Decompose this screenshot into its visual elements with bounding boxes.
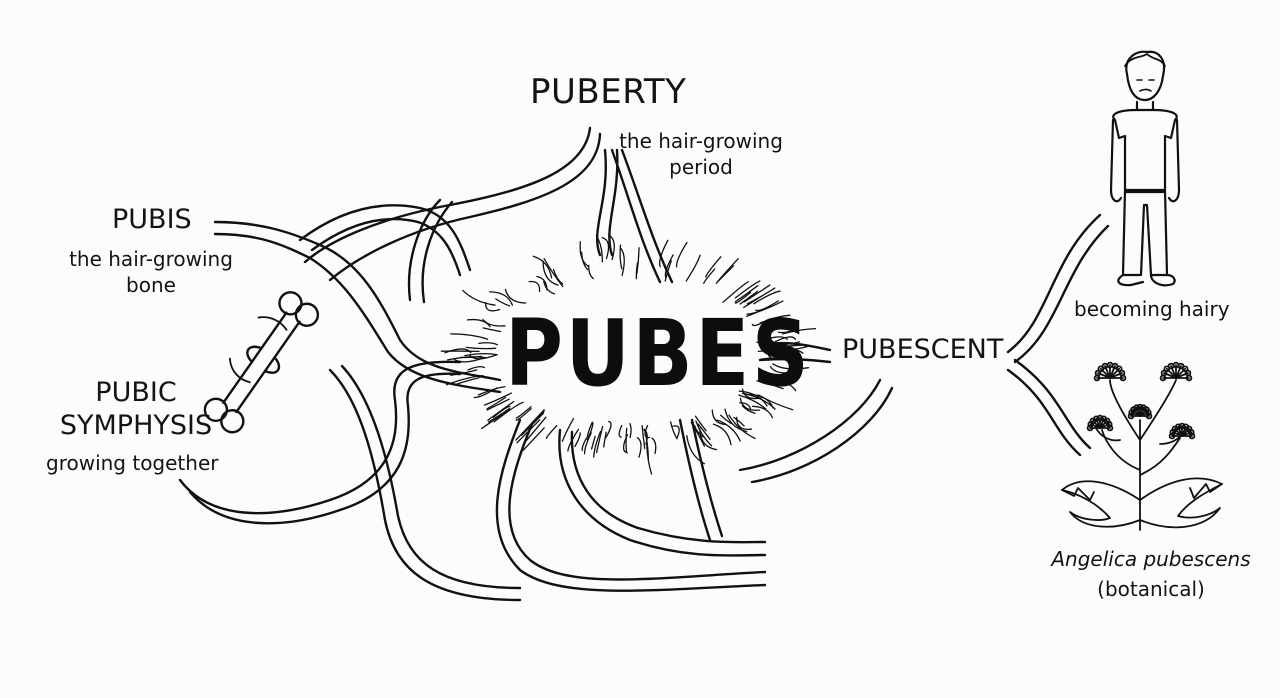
center-word: PUBES xyxy=(505,300,811,407)
pubis-description: the hair-growing bone xyxy=(60,246,242,298)
pubis-line-2: bone xyxy=(60,272,242,298)
pubescent-title: PUBESCENT xyxy=(842,334,1003,365)
hair-stroke xyxy=(713,424,731,445)
symphysis-title-line-1: PUBIC xyxy=(46,376,226,409)
hair-stroke xyxy=(671,422,677,439)
hair-stroke xyxy=(700,428,717,449)
hair-stroke xyxy=(594,431,601,457)
symphysis-title-line-2: SYMPHYSIS xyxy=(46,409,226,442)
pubis-title: PUBIS xyxy=(112,204,192,235)
botanical-name: Angelica pubescens xyxy=(1046,546,1256,572)
hair-stroke xyxy=(451,334,488,339)
hair-stroke xyxy=(592,436,596,449)
puberty-line-2: period xyxy=(612,154,790,180)
hair-stroke xyxy=(602,238,608,259)
puberty-description: the hair-growing period xyxy=(612,128,790,180)
hair-stroke xyxy=(630,424,631,438)
puberty-line-1: the hair-growing xyxy=(612,128,790,154)
hair-stroke xyxy=(729,415,755,438)
hair-stroke xyxy=(718,266,734,282)
hair-stroke xyxy=(637,248,639,274)
hair-stroke xyxy=(677,243,687,267)
hair-stroke xyxy=(589,265,594,278)
hair-stroke xyxy=(652,438,656,453)
hair-stroke xyxy=(606,422,611,438)
hair-stroke xyxy=(604,432,607,447)
hair-stroke xyxy=(580,242,588,267)
angelica-plant-icon xyxy=(1062,363,1222,530)
hair-stroke xyxy=(463,290,495,305)
hair-stroke xyxy=(537,277,547,290)
hair-stroke xyxy=(516,407,531,418)
hair-stroke xyxy=(517,420,540,443)
hairy-caption: becoming hairy xyxy=(1074,296,1230,322)
pubis-line-1: the hair-growing xyxy=(60,246,242,272)
hair-stroke xyxy=(753,406,773,417)
hair-stroke xyxy=(686,255,700,281)
hair-stroke xyxy=(638,438,642,457)
botanical-note: (botanical) xyxy=(1046,576,1256,602)
hair-stroke xyxy=(619,426,622,438)
hair-stroke xyxy=(529,281,539,291)
hair-stroke xyxy=(516,409,531,420)
hair-stroke xyxy=(626,428,627,452)
hair-stroke xyxy=(466,347,495,348)
hair-stroke xyxy=(482,409,510,428)
symphysis-title: PUBIC SYMPHYSIS xyxy=(46,376,226,442)
hair-stroke xyxy=(546,426,556,439)
hair-stroke xyxy=(706,257,721,277)
hair-stroke xyxy=(483,328,501,332)
hair-stroke xyxy=(479,343,498,345)
hair-stroke xyxy=(647,443,652,474)
hair-stroke xyxy=(468,320,491,327)
hair-stroke xyxy=(465,354,497,356)
teen-person-icon xyxy=(1111,52,1179,286)
puberty-title: PUBERTY xyxy=(530,72,686,112)
symphysis-description: growing together xyxy=(46,450,218,476)
